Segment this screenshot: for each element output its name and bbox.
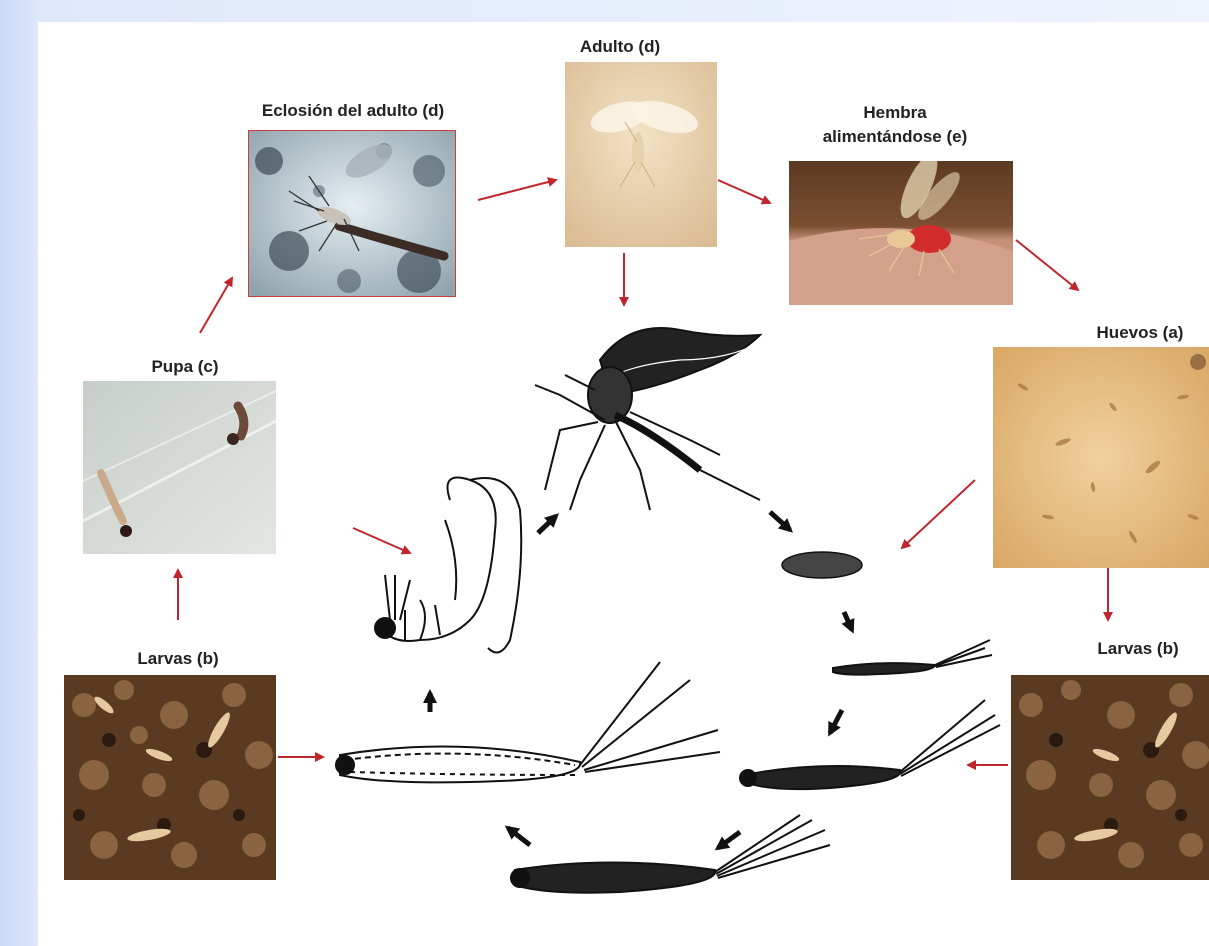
larva-stage1-drawing (833, 640, 992, 675)
egg-drawing (782, 552, 862, 578)
mosquito-drawing (535, 328, 765, 510)
larva-stage4-drawing (336, 662, 720, 782)
red-arrows (178, 180, 1108, 765)
larva-stage2-drawing (740, 700, 1000, 789)
larva-stage3-drawing (511, 815, 830, 893)
pupa-drawing (375, 478, 521, 653)
